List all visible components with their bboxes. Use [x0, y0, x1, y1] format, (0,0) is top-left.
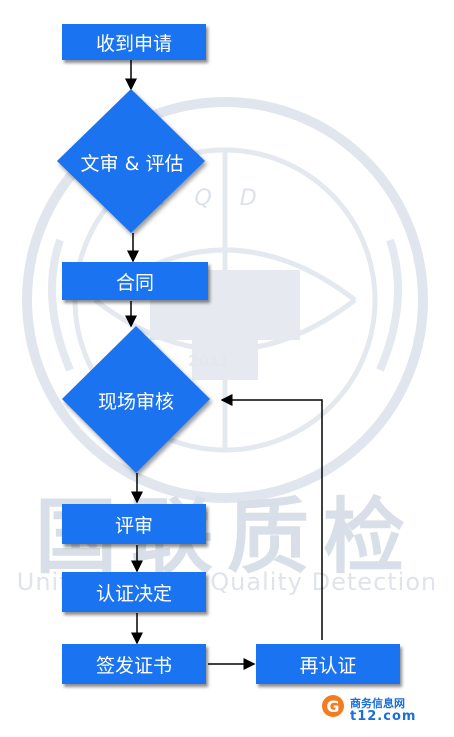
site-logo-chinese: 商务信息网 — [350, 697, 405, 710]
site-logo-icon — [322, 695, 344, 717]
arrow-recert-onsite — [220, 394, 323, 640]
watermark-year: 2011 — [188, 352, 230, 370]
site-logo-english: t12.com — [350, 709, 417, 724]
step-receive-application: 收到申请 — [62, 24, 206, 60]
step-issue-certificate: 签发证书 — [62, 644, 206, 684]
step-contract: 合同 — [62, 262, 208, 300]
step-recertification: 再认证 — [256, 644, 400, 684]
step-onsite-audit: 现场审核 — [97, 390, 174, 413]
step-certification-decision: 认证决定 — [62, 572, 206, 612]
decision-onsite-diamond — [62, 326, 210, 473]
decision-review-diamond — [57, 89, 205, 233]
site-logo-glyph: G — [326, 696, 340, 716]
step-evaluate: 评审 — [62, 504, 206, 544]
step-review-assess: 文审 & 评估 — [80, 152, 184, 175]
